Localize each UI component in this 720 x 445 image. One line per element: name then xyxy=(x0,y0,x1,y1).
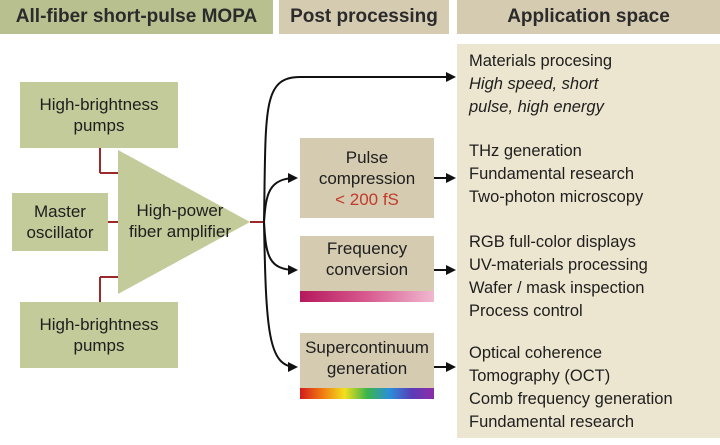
pulse-duration-label: < 200 fS xyxy=(335,189,399,209)
header-mopa: All-fiber short-pulse MOPA xyxy=(0,0,273,34)
header-application-space: Application space xyxy=(457,0,720,34)
arrow-to-frequency-conversion xyxy=(263,221,298,275)
pump-bottom-box: High-brightness pumps xyxy=(20,302,178,368)
header-post-processing: Post processing xyxy=(279,0,449,34)
application-item: Wafer / mask inspection xyxy=(469,279,645,297)
application-item: Materials procesing xyxy=(469,52,613,70)
spectrum-gradient-bar xyxy=(300,388,434,399)
application-item-italic: High speed, short xyxy=(469,75,599,93)
application-item: Tomography (OCT) xyxy=(469,367,611,385)
arrow-to-supercontinuum xyxy=(263,221,298,372)
pump-top-box: High-brightness pumps xyxy=(20,82,178,148)
amplifier-line-1: High-power xyxy=(136,201,224,220)
supercontinuum-line-1: Supercontinuum xyxy=(305,338,429,357)
application-item: Comb frequency generation xyxy=(469,390,673,408)
supercontinuum-line-2: generation xyxy=(326,359,408,378)
frequency-line-2: conversion xyxy=(325,260,409,279)
pulse-line-1: Pulse xyxy=(345,147,389,167)
pulse-line-2: compression xyxy=(318,168,416,188)
frequency-conversion-box: Frequency conversion xyxy=(300,236,434,302)
arrow-to-pulse-compression xyxy=(263,173,298,223)
application-item: RGB full-color displays xyxy=(469,233,636,251)
amplifier-line-2: fiber amplifier xyxy=(128,222,232,241)
frequency-gradient-bar xyxy=(300,291,434,302)
application-group-materials: Materials procesing High speed, short pu… xyxy=(469,50,612,119)
application-panel: Materials procesing High speed, short pu… xyxy=(457,44,720,438)
application-group-pulse: THz generation Fundamental research Two-… xyxy=(469,140,643,209)
pump-top-line-2: pumps xyxy=(73,116,125,135)
master-oscillator-box: Master oscillator xyxy=(12,193,108,251)
application-item: Fundamental research xyxy=(469,165,635,183)
frequency-line-1: Frequency xyxy=(326,239,408,258)
application-group-frequency: RGB full-color displays UV-materials pro… xyxy=(469,231,648,323)
amplifier-label: High-power fiber amplifier xyxy=(114,200,246,242)
application-item: Fundamental research xyxy=(469,413,635,431)
application-item: Process control xyxy=(469,302,583,320)
master-line-2: oscillator xyxy=(26,223,94,242)
application-item: UV-materials processing xyxy=(469,256,648,274)
master-line-1: Master xyxy=(34,202,86,221)
pump-bottom-line-1: High-brightness xyxy=(39,315,159,334)
supercontinuum-box: Supercontinuum generation xyxy=(300,333,434,399)
application-item-italic: pulse, high energy xyxy=(469,98,604,116)
pump-top-line-1: High-brightness xyxy=(39,95,159,114)
pump-bottom-line-2: pumps xyxy=(73,336,125,355)
application-item: Optical coherence xyxy=(469,344,602,362)
application-item: THz generation xyxy=(469,142,582,160)
application-item: Two-photon microscopy xyxy=(469,188,644,206)
application-group-supercontinuum: Optical coherence Tomography (OCT) Comb … xyxy=(469,342,673,434)
amplifier-triangle xyxy=(118,150,250,294)
pulse-compression-box: Pulse compression < 200 fS xyxy=(300,138,434,218)
arrow-to-applications-top xyxy=(263,72,456,223)
